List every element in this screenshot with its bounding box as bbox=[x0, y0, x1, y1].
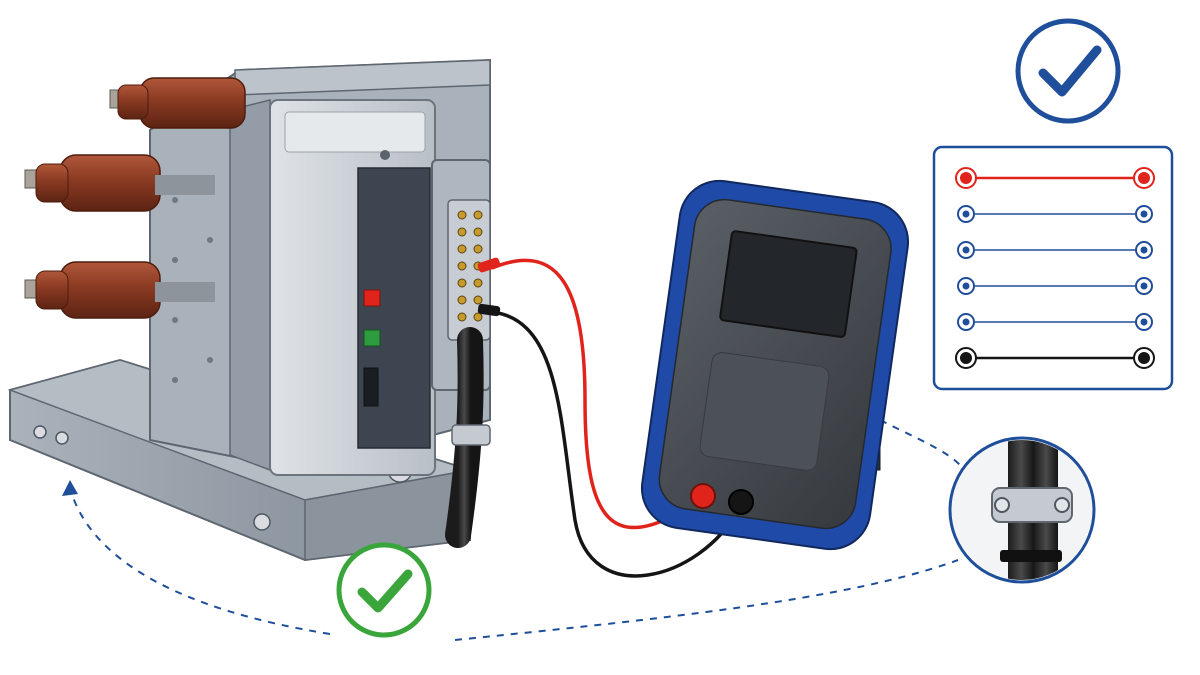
dashed-guide-bottom bbox=[454, 559, 959, 641]
pin-map-wires bbox=[955, 167, 1155, 369]
magnified-cable-tie bbox=[1000, 550, 1062, 562]
tester-keypad-area bbox=[699, 352, 830, 471]
circuit-breaker bbox=[7, 58, 491, 562]
magnified-clamp bbox=[991, 487, 1073, 523]
tester-input-jacks bbox=[690, 483, 754, 515]
operation-slot bbox=[363, 367, 379, 407]
cable-clamp-magnifier bbox=[948, 436, 1096, 584]
insulator-top bbox=[109, 77, 246, 129]
insulator-middle bbox=[24, 154, 215, 212]
check-circle-icon bbox=[1015, 18, 1121, 124]
dashed-guide-left bbox=[69, 487, 331, 635]
pin-dot bbox=[960, 172, 972, 184]
pin-dot bbox=[1140, 246, 1148, 254]
continuity-tester bbox=[640, 179, 910, 551]
pin-dot bbox=[962, 282, 970, 290]
pin-dot bbox=[1140, 282, 1148, 290]
pin-map-panel bbox=[932, 145, 1174, 391]
check-circle-icon bbox=[336, 542, 432, 638]
pin-dot bbox=[962, 318, 970, 326]
pin-dot bbox=[960, 352, 972, 364]
open-indicator-red bbox=[363, 289, 381, 307]
close-indicator-green bbox=[363, 329, 381, 347]
black-test-lead bbox=[491, 310, 740, 578]
pin-dot bbox=[1140, 210, 1148, 218]
red-test-lead bbox=[491, 258, 701, 530]
pin-dot bbox=[1138, 352, 1150, 364]
pin-dot bbox=[962, 210, 970, 218]
black-probe-tip bbox=[477, 303, 501, 317]
pin-dot bbox=[1140, 318, 1148, 326]
insulator-bottom bbox=[24, 261, 215, 319]
pin-dot bbox=[962, 246, 970, 254]
tester-screen bbox=[719, 230, 858, 338]
pin-dot bbox=[1138, 172, 1150, 184]
guide-arrowhead bbox=[62, 480, 78, 496]
red-probe-tip bbox=[477, 257, 501, 273]
dashed-guide-tester-to-detail bbox=[879, 419, 961, 466]
cable-clamp bbox=[451, 424, 491, 446]
